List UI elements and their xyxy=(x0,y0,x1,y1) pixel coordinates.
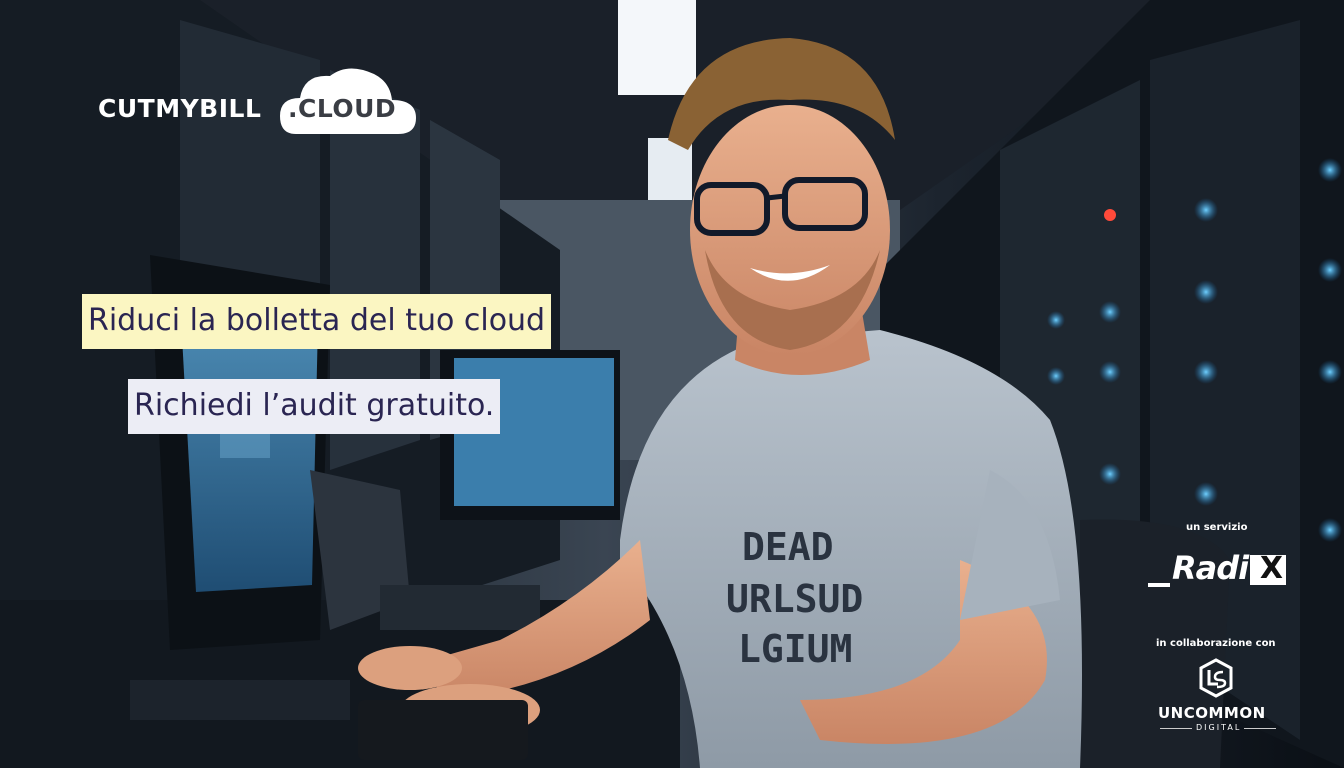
uncommon-subtitle: DIGITAL xyxy=(1196,723,1242,732)
shirt-print-line: DEAD xyxy=(742,525,834,569)
headline-main: Riduci la bolletta del tuo cloud xyxy=(82,294,552,349)
brand-logo: CUTMYBILL .CLOUD xyxy=(98,64,428,136)
brand-suffix: .CLOUD xyxy=(288,94,397,123)
brand-name: CUTMYBILL xyxy=(98,94,262,123)
radix-underscore xyxy=(1148,583,1170,587)
collab-label: in collaborazione con xyxy=(1156,638,1276,649)
radix-x-letter: X xyxy=(1259,551,1283,586)
radix-x-box xyxy=(1250,555,1286,585)
uncommon-name: UNCOMMON xyxy=(1158,704,1266,722)
radix-logo: Radi X xyxy=(1148,549,1286,587)
radix-wordmark: Radi xyxy=(1172,549,1249,587)
divider xyxy=(1244,728,1276,729)
divider xyxy=(1160,728,1192,729)
service-label: un servizio xyxy=(1186,522,1248,533)
headline-cta: Richiedi l’audit gratuito. xyxy=(128,379,501,434)
uncommon-logo-icon xyxy=(1199,658,1233,698)
shirt-print-line: LGIUM xyxy=(738,627,852,671)
shirt-print-line: URLSUD xyxy=(726,577,863,621)
cloud-icon xyxy=(280,68,416,134)
